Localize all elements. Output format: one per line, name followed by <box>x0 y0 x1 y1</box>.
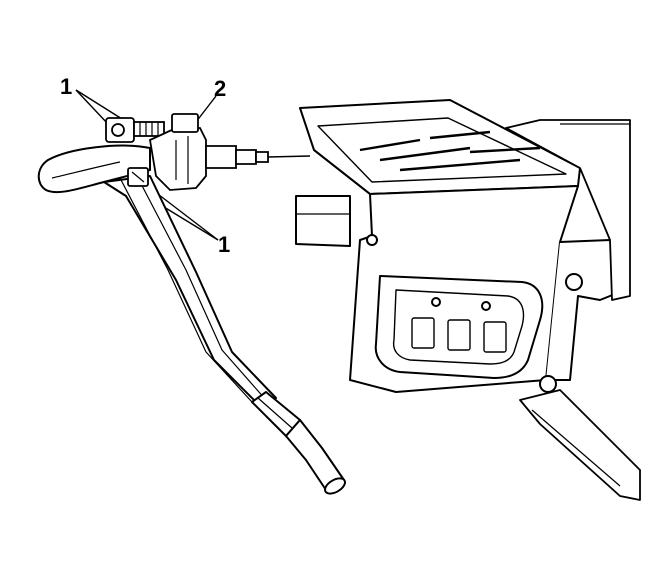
module-side-tab <box>295 195 351 247</box>
port-terminals <box>411 317 507 353</box>
inverter-module-housing <box>295 99 621 393</box>
callout-label-1-bottom: 1 <box>218 232 230 257</box>
port-bolt <box>431 297 441 307</box>
leader-line-1c <box>149 187 219 241</box>
mounting-bolt <box>565 273 583 291</box>
leader-line-2 <box>195 95 217 123</box>
hose-clamp-lower <box>127 167 149 187</box>
hose-end-opening <box>324 477 346 495</box>
coolant-sensor-connector <box>148 113 311 191</box>
mounting-bolt <box>366 234 378 246</box>
hose-upper-bend <box>37 144 151 194</box>
mounting-bolt <box>539 375 557 393</box>
callout-label-1-top: 1 <box>60 74 72 99</box>
port-bolt <box>481 301 491 311</box>
hose-clamp-upper <box>105 117 165 143</box>
leader-line-1a <box>75 89 109 125</box>
callout-label-2: 2 <box>214 76 226 101</box>
lid-embossing <box>359 130 541 172</box>
coolant-hose <box>37 144 346 495</box>
vehicle-frame-structure <box>505 119 641 501</box>
hose-lower-run <box>103 175 277 409</box>
